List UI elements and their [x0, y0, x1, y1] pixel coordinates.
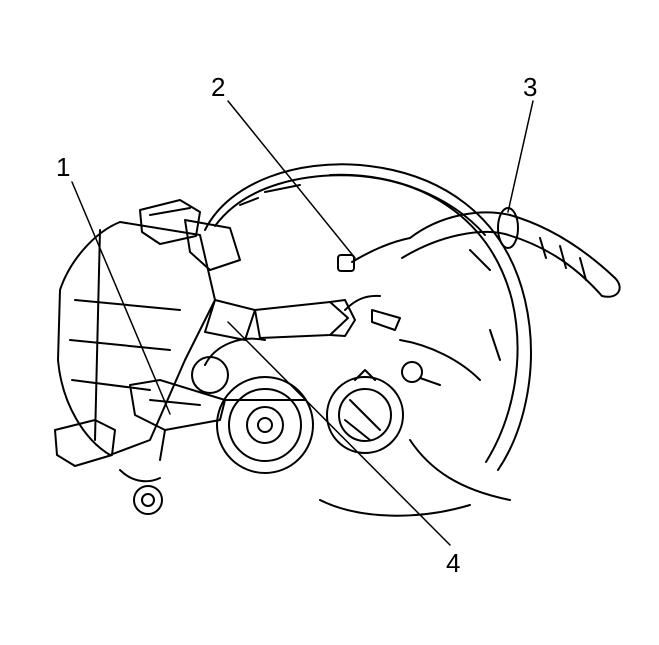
- rotor-shield: [204, 163, 532, 471]
- callout-number-3: 3: [523, 72, 538, 102]
- caliper: [54, 199, 241, 515]
- brake-hose: [401, 207, 621, 298]
- callout-number-2: 2: [211, 72, 226, 102]
- callout-number-4: 4: [446, 548, 461, 578]
- hub-assembly: [191, 337, 314, 474]
- leader-lines: [71, 100, 534, 546]
- hose-fitting: [204, 237, 411, 341]
- bracket: [129, 379, 226, 461]
- knuckle: [319, 339, 511, 517]
- callout-number-1: 1: [56, 152, 71, 182]
